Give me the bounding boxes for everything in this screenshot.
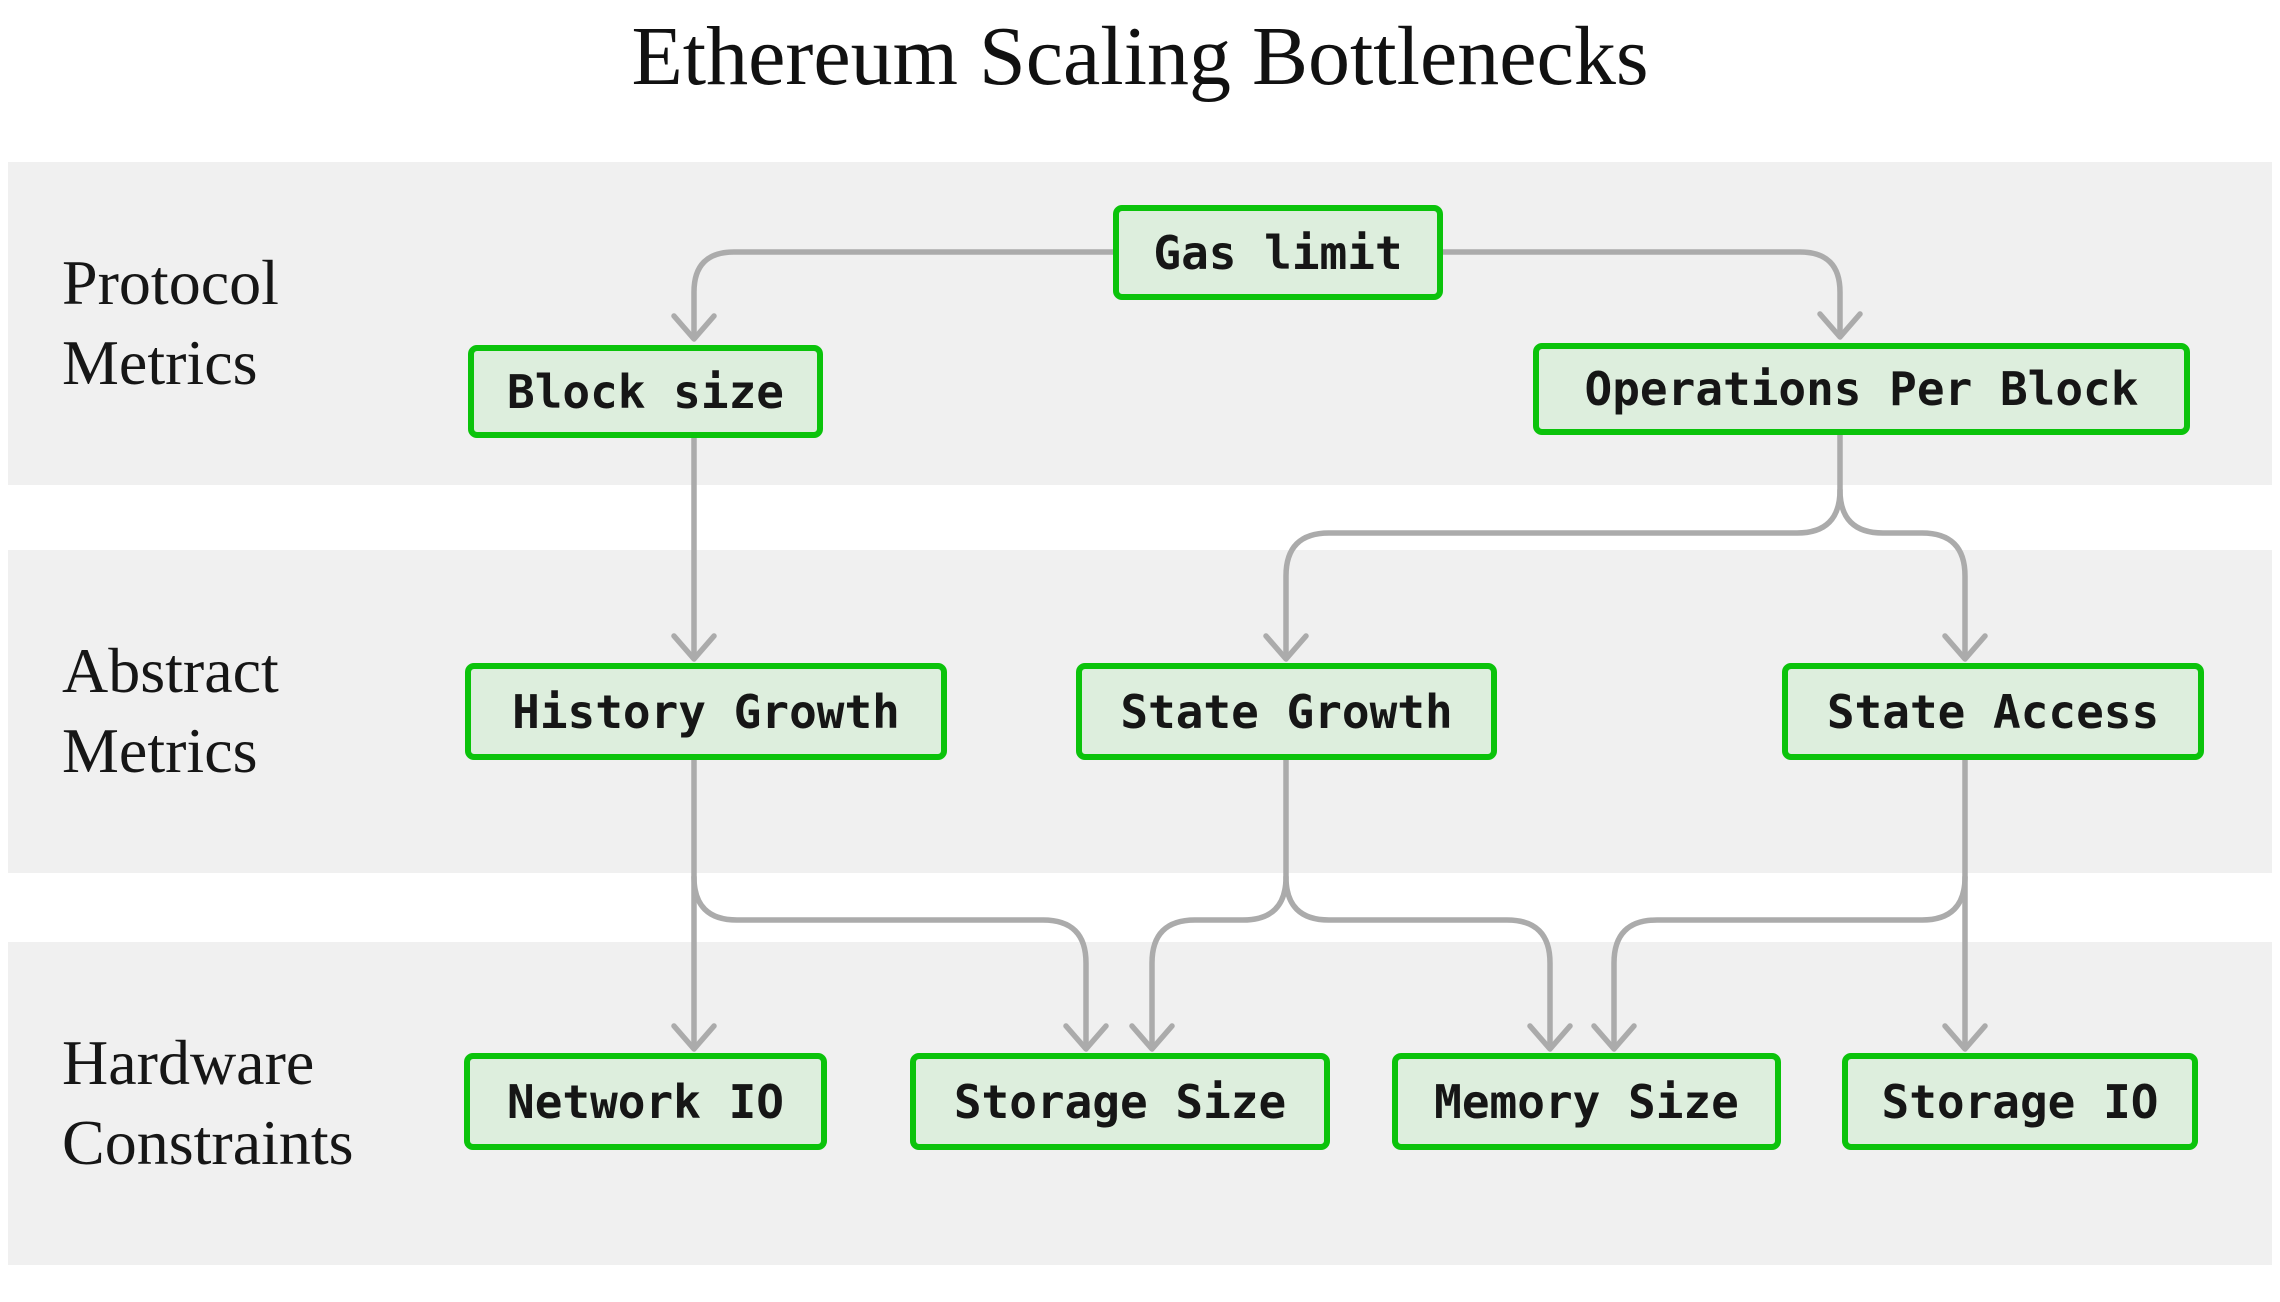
- diagram-title: Ethereum Scaling Bottlenecks: [631, 10, 1649, 103]
- arrowhead-icon: [1527, 1023, 1573, 1052]
- edge-state-growth-to-storage-size: [1129, 757, 1289, 1052]
- band-label-line: Hardware: [62, 1027, 315, 1098]
- edge-history-growth-to-network-io: [671, 757, 717, 1052]
- band-label-line: Metrics: [62, 715, 258, 786]
- node-gas-limit: Gas limit: [1113, 205, 1443, 300]
- node-state-growth: State Growth: [1076, 663, 1497, 760]
- node-storage-io: Storage IO: [1842, 1053, 2198, 1150]
- band-label-abstract-metrics: Abstract Metrics: [62, 631, 279, 791]
- edge-gas-limit-to-block-size: [671, 249, 1116, 342]
- arrowhead-icon: [671, 633, 717, 662]
- band-label-line: Metrics: [62, 327, 258, 398]
- edge-state-growth-to-memory-size: [1283, 874, 1573, 1052]
- arrowhead-icon: [1591, 1023, 1637, 1052]
- edge-line: [691, 874, 1089, 1050]
- edge-line: [1440, 249, 1843, 338]
- edge-history-growth-to-storage-size: [691, 874, 1109, 1052]
- band-label-line: Protocol: [62, 247, 279, 318]
- node-network-io: Network IO: [464, 1053, 827, 1150]
- arrowhead-icon: [671, 313, 717, 342]
- edge-line: [1611, 874, 1968, 1050]
- edge-operations-per-block-to-state-access: [1837, 487, 1988, 662]
- edge-state-access-to-memory-size: [1591, 874, 1968, 1052]
- edge-line: [1283, 874, 1553, 1050]
- node-memory-size: Memory Size: [1392, 1053, 1781, 1150]
- arrowhead-icon: [1817, 311, 1863, 340]
- arrowhead-icon: [1129, 1023, 1175, 1052]
- arrowhead-icon: [671, 1023, 717, 1052]
- node-operations-per-block: Operations Per Block: [1533, 343, 2190, 435]
- node-state-access: State Access: [1782, 663, 2204, 760]
- edge-line: [691, 249, 1116, 340]
- edge-gas-limit-to-operations-per-block: [1440, 249, 1863, 340]
- band-label-line: Constraints: [62, 1107, 354, 1178]
- edge-state-access-to-storage-io: [1942, 757, 1988, 1052]
- arrowhead-icon: [1942, 1023, 1988, 1052]
- node-history-growth: History Growth: [465, 663, 947, 760]
- node-storage-size: Storage Size: [910, 1053, 1330, 1150]
- edge-line: [1837, 487, 1968, 660]
- arrowhead-icon: [1063, 1023, 1109, 1052]
- node-block-size: Block size: [468, 345, 823, 438]
- arrowhead-icon: [1942, 633, 1988, 662]
- edge-line: [1283, 432, 1843, 660]
- band-label-protocol-metrics: Protocol Metrics: [62, 243, 279, 403]
- edge-line: [1149, 757, 1289, 1050]
- band-label-line: Abstract: [62, 635, 279, 706]
- edge-operations-per-block-to-state-growth: [1263, 432, 1843, 662]
- band-label-hardware-constraints: Hardware Constraints: [62, 1023, 354, 1183]
- edge-block-size-to-history-growth: [671, 435, 717, 662]
- arrowhead-icon: [1263, 633, 1309, 662]
